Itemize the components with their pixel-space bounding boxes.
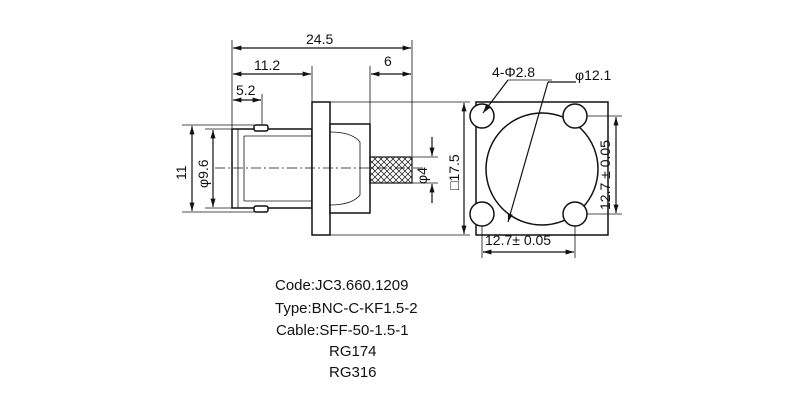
mount-hole-tr xyxy=(562,103,588,129)
dim-holes: 4-Φ2.8 xyxy=(492,64,535,80)
bore-circle xyxy=(485,112,599,226)
dim-bore-diameter: φ12.1 xyxy=(575,67,612,83)
bayonet-pin-top xyxy=(253,124,269,132)
rear-body xyxy=(329,123,371,214)
dim-pin-length: 6 xyxy=(384,53,392,69)
dim-length-to-bayonet: 5.2 xyxy=(236,82,256,98)
dim-hole-spacing-v: 12.7 ± 0.05 xyxy=(597,140,613,210)
dim-flange-square: □17.5 xyxy=(446,154,462,190)
cable-crimp xyxy=(369,156,413,184)
dim-hole-spacing-h: 12.7± 0.05 xyxy=(485,232,551,248)
dim-body-height: 11 xyxy=(173,165,189,180)
side-view: 24.5 11.2 6 5.2 11 φ9.6 φ4 □17.5 xyxy=(173,31,470,236)
spec-type: Type:BNC-C-KF1.5-2 xyxy=(275,300,418,317)
spec-cable-alt-2: RG316 xyxy=(329,364,377,381)
mount-hole-tl xyxy=(469,103,495,129)
flange xyxy=(311,101,331,236)
dim-length-to-flange: 11.2 xyxy=(254,57,280,73)
spec-code: Code:JC3.660.1209 xyxy=(275,277,409,294)
spec-cable: Cable:SFF-50-1.5-1 xyxy=(276,322,409,339)
dim-overall-length: 24.5 xyxy=(306,31,333,47)
dim-body-diameter: φ9.6 xyxy=(195,159,211,188)
front-view: 4-Φ2.8 φ12.1 12.7± 0.05 12.7 ± 0.05 xyxy=(469,64,622,258)
mount-hole-br xyxy=(562,201,588,227)
mount-hole-bl xyxy=(469,201,495,227)
dim-cable-diameter: φ4 xyxy=(414,167,430,184)
bayonet-body xyxy=(231,128,313,209)
spec-cable-alt-1: RG174 xyxy=(329,343,377,360)
bayonet-pin-bottom xyxy=(253,205,269,213)
